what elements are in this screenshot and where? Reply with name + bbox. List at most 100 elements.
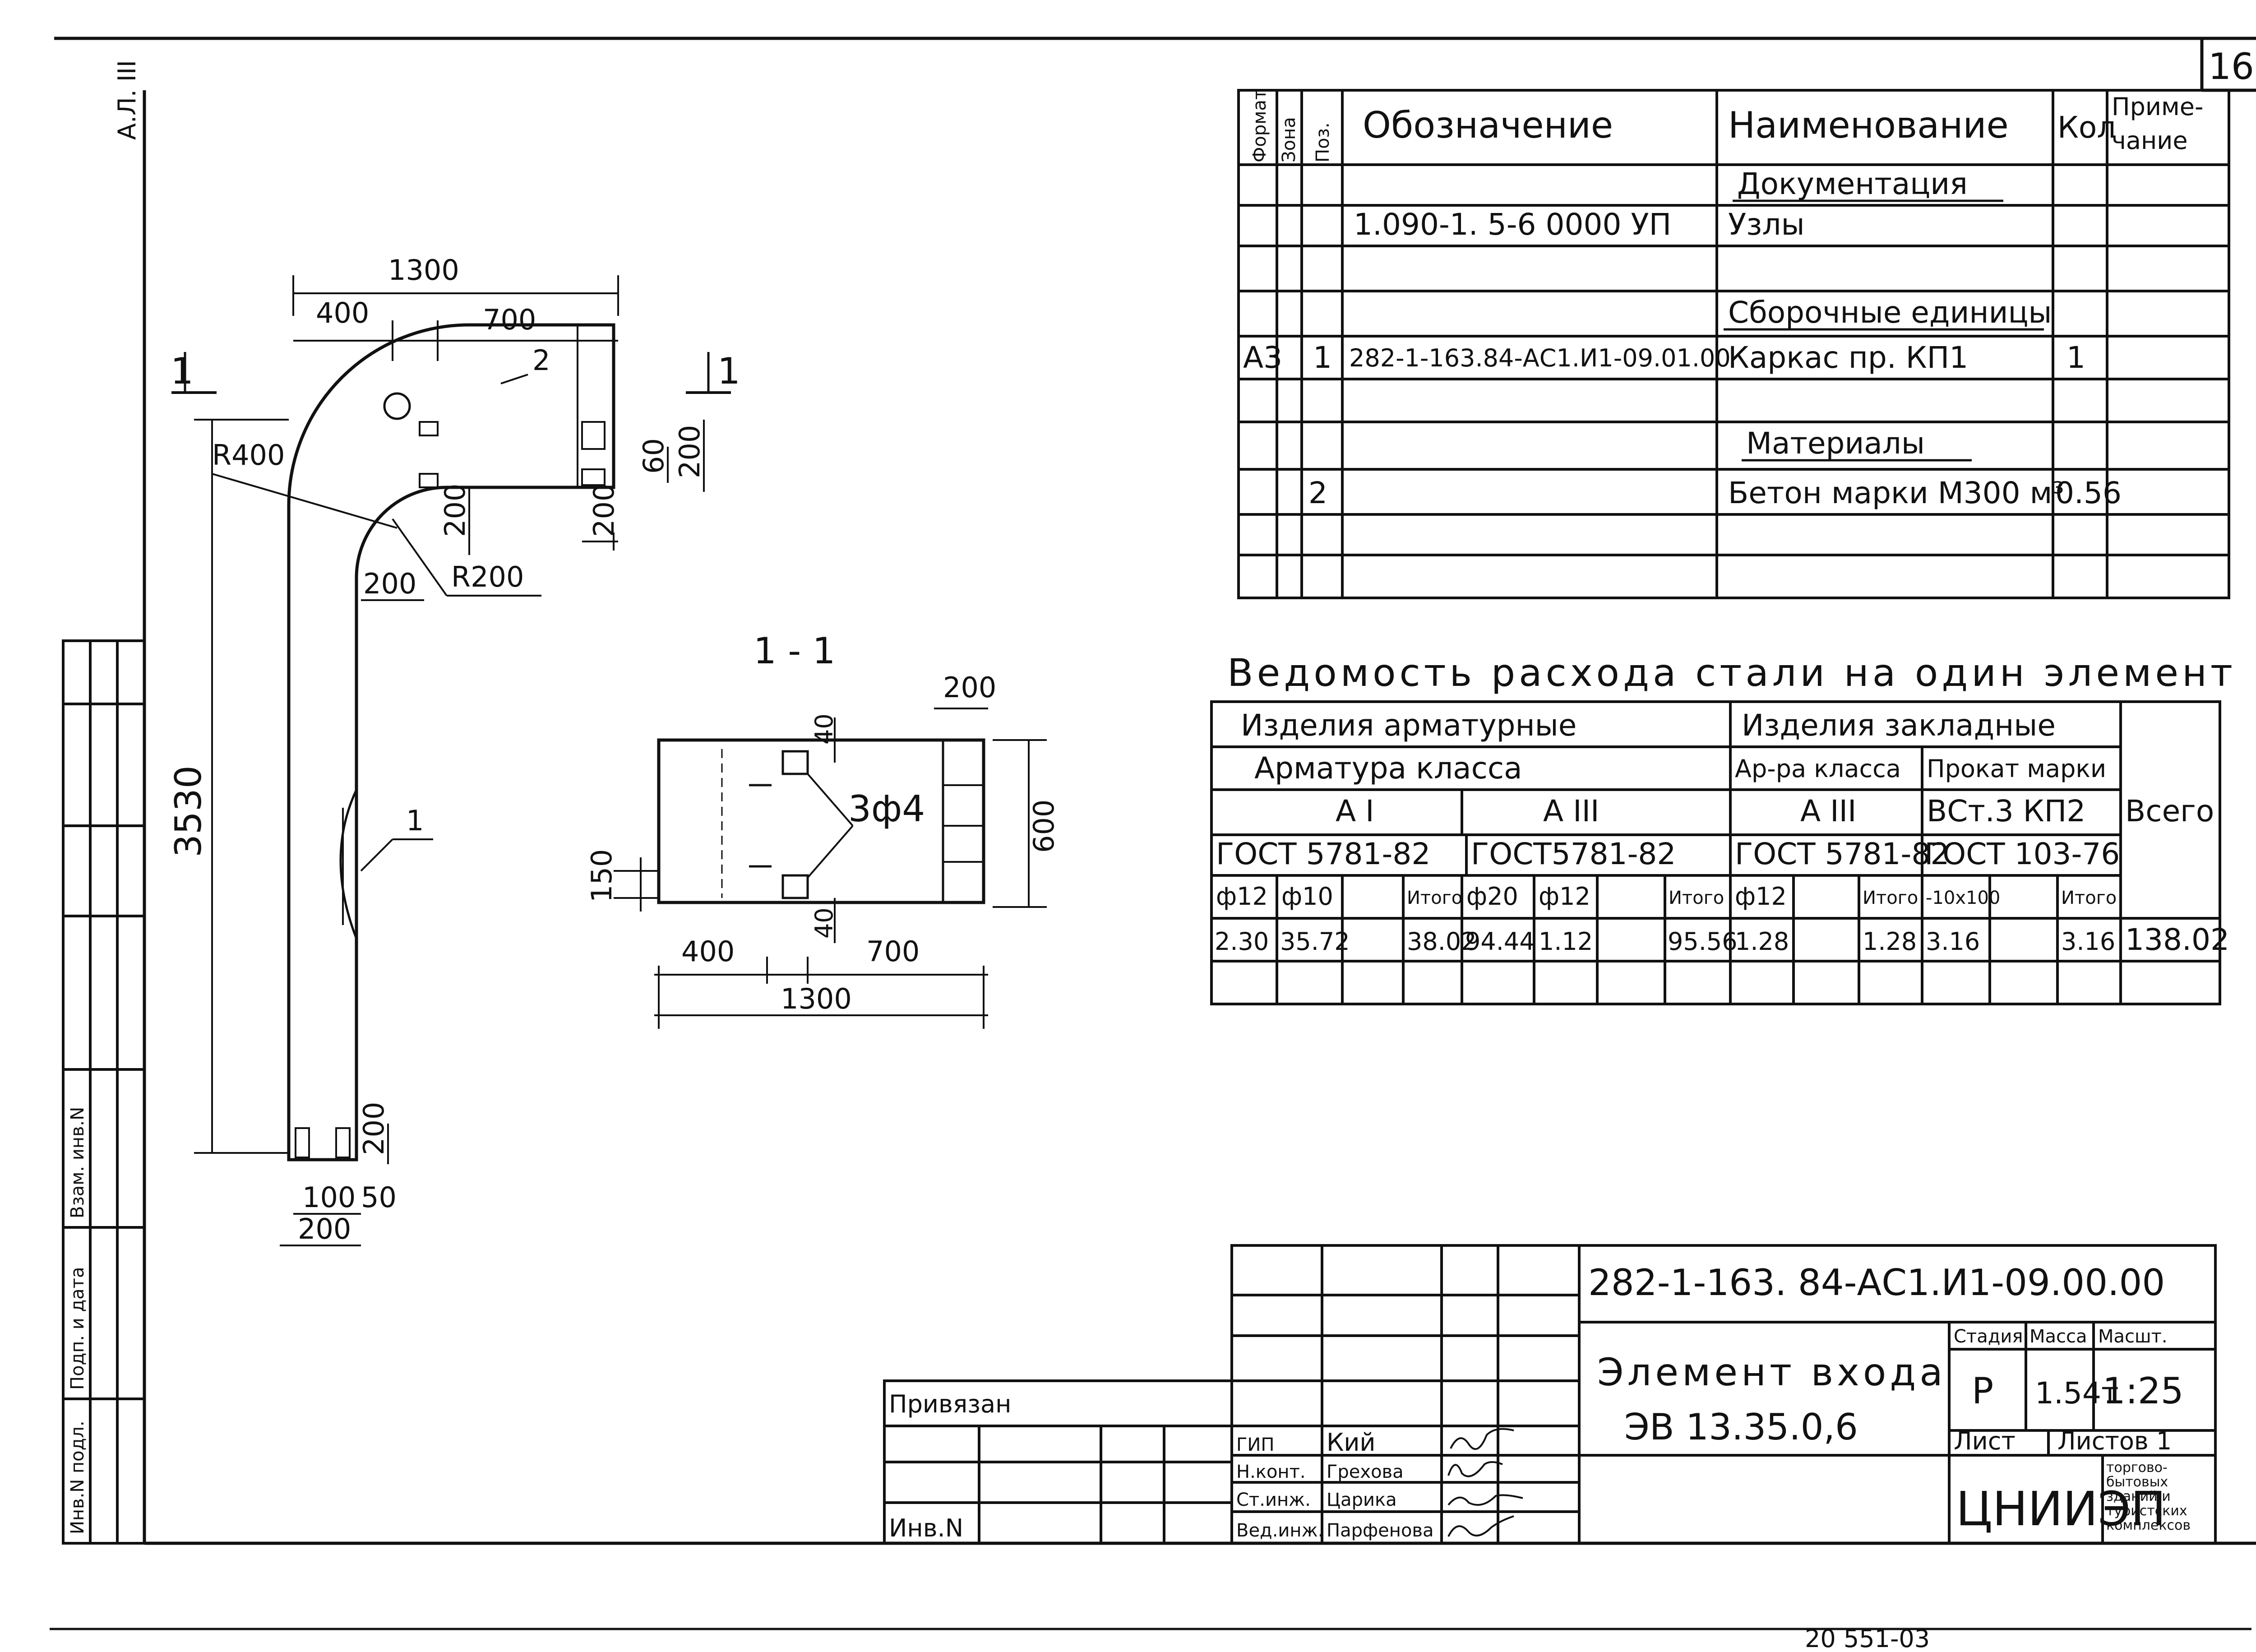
dim-100: 100 — [302, 1181, 356, 1214]
spec-row-6-name: Бетон марки М300 м³ — [1728, 476, 2064, 510]
cut-label-left: 1 — [171, 350, 194, 392]
st-class-ai: А I — [1336, 794, 1374, 828]
steel-table-title: Ведомость расхода стали на один элемент — [1227, 651, 2236, 695]
tb-org-desc-2: бытовых — [2106, 1474, 2168, 1490]
sect-dim-40-bottom: 40 — [810, 907, 838, 939]
dim-r200: R200 — [451, 560, 524, 593]
st-col-6: ф12 — [1539, 882, 1590, 911]
sect-dim-700: 700 — [866, 935, 920, 968]
st-val-total: 138.02 — [2125, 922, 2229, 957]
title-block: 282-1-163. 84-АС1.И1-09.00.00 Элемент вх… — [883, 1244, 2217, 1545]
tb-staff-role-3: Ст.инж. — [1236, 1490, 1311, 1510]
st-gost-ai: ГОСТ 5781-82 — [1216, 837, 1430, 871]
tb-staff-role-1: ГИП — [1236, 1435, 1274, 1455]
steel-table: Ведомость расхода стали на один элемент — [1210, 651, 2236, 1005]
st-val-6: 1.12 — [1539, 927, 1593, 956]
tb-stage: Р — [1972, 1370, 1993, 1412]
col-format: Формат — [1249, 89, 1270, 162]
spec-row-6-pos: 2 — [1308, 476, 1327, 510]
st-gost-aiii: ГОСТ5781-82 — [1471, 837, 1676, 871]
stamp-inv-orig: Инв.N подл. — [67, 1421, 88, 1534]
tb-staff-role-4: Вед.инж. — [1236, 1520, 1323, 1541]
tb-scale-label: Масшт. — [2098, 1326, 2168, 1347]
tb-staff-name-3: Царика — [1327, 1490, 1397, 1510]
col-note-1: Приме- — [2112, 93, 2203, 121]
tb-staff-name-2: Грехова — [1327, 1462, 1404, 1482]
st-val-5: 94.44 — [1465, 927, 1535, 956]
tb-staff-name-1: Кий — [1327, 1428, 1376, 1457]
tb-org-desc-4: туристских — [2106, 1503, 2187, 1519]
section-view: 1 - 1 — [585, 630, 1060, 1029]
page-number: 16 — [2208, 46, 2254, 88]
st-group-embed: Изделия закладные — [1742, 708, 2056, 743]
tb-mass: 1.54т — [2035, 1376, 2118, 1411]
position-2-label: 2 — [532, 344, 550, 377]
tb-sheets-label: Листов 1 — [2057, 1427, 2172, 1455]
tb-staff-role-2: Н.конт. — [1236, 1462, 1306, 1482]
st-col-1: ф12 — [1216, 882, 1268, 911]
tb-element-mark: ЭВ 13.35.0,6 — [1624, 1406, 1858, 1448]
st-col-12: -10х100 — [1926, 888, 2000, 908]
sect-dim-200: 200 — [943, 671, 996, 704]
sect-dim-1300: 1300 — [781, 982, 852, 1015]
cut-label-right: 1 — [717, 350, 740, 392]
tb-element-name: Элемент входа — [1597, 1350, 1946, 1394]
tb-stage-label: Стадия — [1954, 1326, 2023, 1347]
st-col-5: ф20 — [1466, 882, 1518, 911]
st-col-11: Итого — [1863, 888, 1918, 908]
dim-200-d: 200 — [673, 425, 706, 478]
spec-row-2-name: Узлы — [1728, 207, 1805, 242]
spec-row-6-qty: 0.56 — [2055, 476, 2122, 510]
dim-50: 50 — [361, 1181, 397, 1214]
spec-row-2-designation: 1.090-1. 5-6 0000 УП — [1354, 207, 1671, 242]
st-embed-class: Ар-ра класса — [1735, 754, 1901, 783]
st-val-14: 3.16 — [2061, 927, 2115, 956]
spec-row-4-pos: 1 — [1313, 340, 1332, 375]
sect-dim-40-top: 40 — [810, 713, 838, 745]
tb-scale: 1:25 — [2103, 1370, 2184, 1412]
sect-dim-600: 600 — [1027, 800, 1060, 853]
dim-200-e: 200 — [357, 1102, 390, 1155]
position-1-label: 1 — [406, 804, 424, 837]
signatures — [1447, 1428, 1523, 1537]
tb-org-desc-3: зданий и — [2106, 1489, 2171, 1504]
elevation-view: 1300 400 700 3530 R400 R200 200 200 200 … — [167, 254, 740, 1246]
tb-doc-code: 282-1-163. 84-АС1.И1-09.00.00 — [1588, 1262, 2165, 1304]
st-val-9: 1.28 — [1735, 927, 1789, 956]
st-col-8: Итого — [1669, 888, 1724, 908]
col-note-2: чание — [2112, 126, 2188, 155]
tb-org: ЦНИИЭП — [1956, 1481, 2166, 1536]
sect-dim-400: 400 — [681, 935, 735, 968]
col-designation: Обозначение — [1363, 104, 1613, 146]
st-val-11: 1.28 — [1863, 927, 1917, 956]
spec-row-4-designation: 282-1-163.84-АС1.И1-09.01.00 — [1349, 344, 1731, 372]
st-col-9: ф12 — [1735, 882, 1787, 911]
tb-mass-label: Масса — [2029, 1326, 2087, 1347]
st-col-4: Итого — [1407, 888, 1462, 908]
st-val-8: 95.56 — [1668, 927, 1738, 956]
st-val-4: 38.02 — [1407, 927, 1477, 956]
left-stamp: Инв.N подл. Подп. и дата Взам. инв.N — [62, 639, 146, 1545]
bottom-code: 20 551-03 — [1805, 1624, 1930, 1652]
spec-row-3-name: Сборочные единицы — [1728, 295, 2052, 330]
dim-r400: R400 — [212, 439, 285, 472]
tb-org-desc-5: комплексов — [2106, 1518, 2191, 1533]
dim-1300: 1300 — [388, 254, 459, 287]
st-val-1: 2.30 — [1215, 927, 1269, 956]
tb-inv-n: Инв.N — [889, 1514, 963, 1542]
st-reinf-class: Арматура класса — [1254, 751, 1522, 786]
section-label: 1 - 1 — [754, 630, 836, 672]
spec-row-5-name: Материалы — [1746, 426, 1925, 461]
dim-200-b: 200 — [363, 567, 416, 600]
spec-row-4-qty: 1 — [2066, 340, 2085, 375]
st-gost-prokat: ГОСТ 103-76 — [1924, 837, 2120, 871]
dim-400: 400 — [316, 296, 369, 329]
dim-200-a: 200 — [439, 484, 472, 537]
col-zone: Зона — [1279, 117, 1299, 162]
st-val-2: 35.72 — [1280, 927, 1350, 956]
st-class-aiii-embed: А III — [1800, 794, 1857, 828]
sect-dim-150: 150 — [585, 849, 618, 902]
col-name: Наименование — [1728, 104, 2009, 146]
st-val-12: 3.16 — [1926, 927, 1980, 956]
